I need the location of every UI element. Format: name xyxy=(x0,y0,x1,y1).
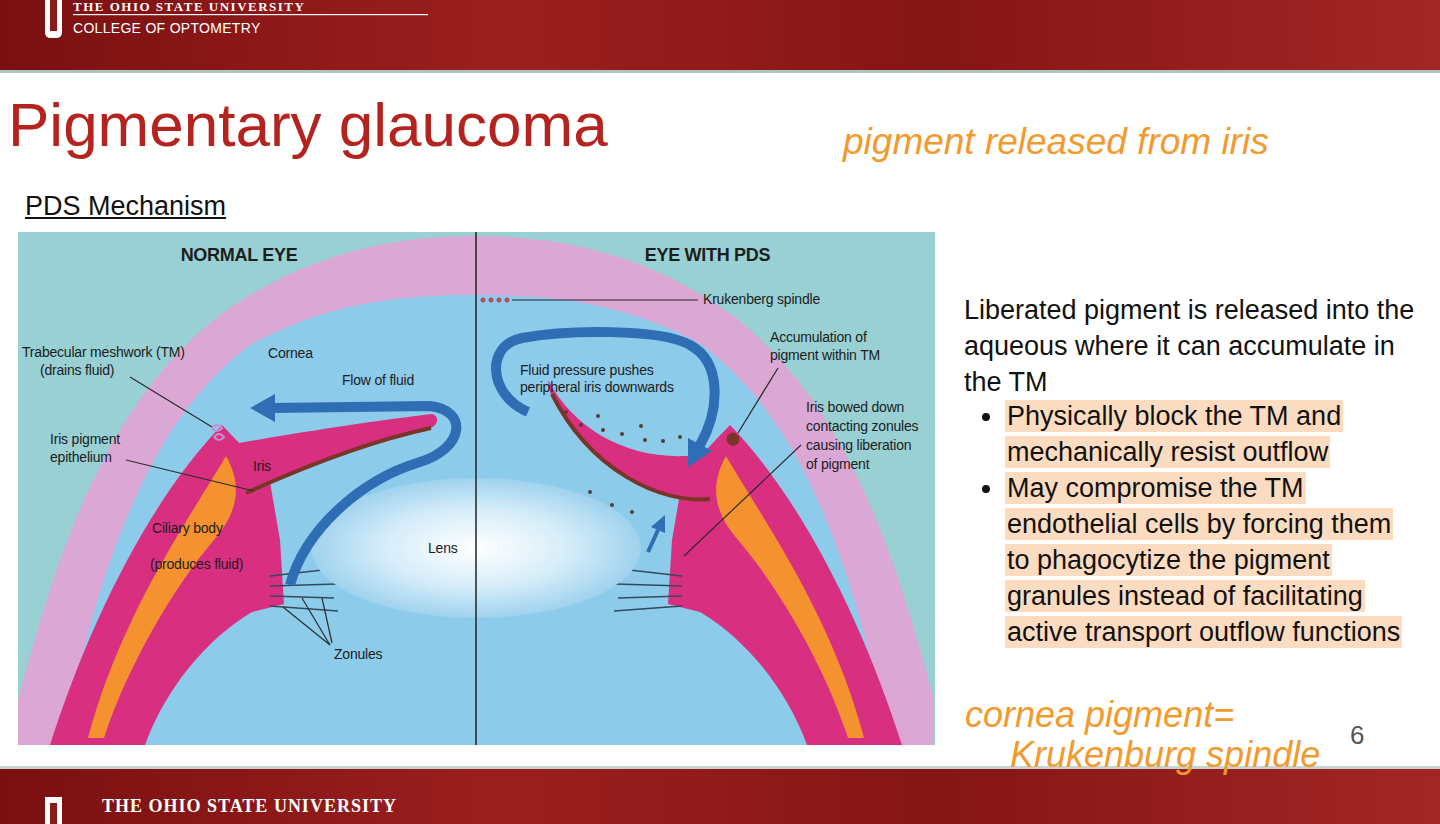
pigment-granule xyxy=(643,438,647,442)
band-text: THE OHIO STATE UNIVERSITY xyxy=(102,795,397,817)
pigment-granule xyxy=(588,490,592,494)
handwritten-note: pigment released from iris xyxy=(843,120,1269,164)
leader-line xyxy=(283,607,330,645)
part-label: Lens xyxy=(428,540,458,557)
slide-title: Pigmentary glaucoma xyxy=(8,88,608,162)
bullet-item: May compromise the TM endothelial cells … xyxy=(1005,470,1405,650)
trabecular-meshwork xyxy=(212,425,224,440)
pigment-dot xyxy=(505,298,510,303)
part-label: Iris pigment epithelium xyxy=(50,430,145,466)
block-o-logo xyxy=(50,0,57,31)
krukenberg-spindle-dots xyxy=(481,298,510,303)
pigment-granule xyxy=(601,428,605,432)
arrow-head xyxy=(651,515,665,533)
zonule-fiber xyxy=(270,584,336,586)
bullet-item: Physically block the TM and mechanically… xyxy=(1005,398,1405,470)
block-o-logo xyxy=(50,803,57,824)
panel-background xyxy=(18,232,935,745)
part-label: Iris bowed down contacting zonules causi… xyxy=(806,398,924,474)
page-number: 6 xyxy=(1350,720,1364,751)
pigment-dot xyxy=(497,298,502,303)
pigment-granule xyxy=(564,410,568,414)
panel-heading: NORMAL EYE xyxy=(18,244,460,266)
block-o-logo xyxy=(45,0,62,38)
zonule-fiber xyxy=(270,596,334,598)
part-label: Zonules xyxy=(334,646,382,663)
leader-line xyxy=(684,445,801,556)
highlighted-text: May compromise the TM endothelial cells … xyxy=(1005,472,1402,648)
pigment-granule xyxy=(620,432,624,436)
band-text: COLLEGE OF OPTOMETRY xyxy=(73,20,261,37)
diagram-panel: EYE WITH PDS xyxy=(476,232,935,745)
footer-bar xyxy=(0,769,1440,824)
body-text: Liberated pigment is released into the a… xyxy=(964,292,1426,400)
footer-band: THE OHIO STATE UNIVERSITY xyxy=(0,768,1440,824)
header-bar xyxy=(0,0,1440,70)
iris xyxy=(228,414,437,495)
panel-divider xyxy=(475,232,477,745)
leader-line xyxy=(512,299,698,300)
part-label: Ciliary body xyxy=(152,520,223,537)
part-label: Trabecular meshwork (TM) (drains fluid) xyxy=(22,343,200,379)
handwritten-note: cornea pigment= Krukenburg spindle xyxy=(965,695,1345,775)
leader-line xyxy=(302,598,330,645)
leader-line xyxy=(738,368,778,433)
band-text: THE OHIO STATE UNIVERSITY xyxy=(73,0,305,15)
flow-arrow xyxy=(272,406,456,585)
part-label: Cornea xyxy=(268,345,313,362)
header-rule xyxy=(0,70,1440,73)
leader-line xyxy=(126,460,254,491)
panel-heading: EYE WITH PDS xyxy=(480,244,935,266)
part-label: Accumulation of pigment within TM xyxy=(770,328,900,364)
pigment-granule xyxy=(610,503,614,507)
zonule-fiber xyxy=(270,606,338,611)
pigment-granules xyxy=(564,410,682,514)
part-label: Fluid pressure pushes peripheral iris do… xyxy=(520,362,688,396)
section-heading: PDS Mechanism xyxy=(25,190,226,222)
pigment-granule xyxy=(630,510,634,514)
pigment-granule xyxy=(639,424,643,428)
flow-arrow xyxy=(496,332,715,445)
leader-line xyxy=(322,598,332,643)
pigment-granule xyxy=(661,439,665,443)
diagram-panel: NORMAL EYE xyxy=(18,232,476,745)
pigment-granule xyxy=(678,435,682,439)
pigment-granule xyxy=(579,423,583,427)
arrow-head xyxy=(688,438,712,467)
header-underline xyxy=(73,14,428,15)
iris-pigment-epithelium xyxy=(552,394,710,499)
pigment-dot xyxy=(489,298,494,303)
header-band: THE OHIO STATE UNIVERSITY COLLEGE OF OPTO… xyxy=(0,0,1440,70)
leader-lines xyxy=(126,300,801,645)
part-label: Krukenberg spindle xyxy=(703,291,820,308)
block-o-logo xyxy=(45,797,62,824)
pigment-dot xyxy=(481,298,486,303)
pigment-granule xyxy=(596,414,600,418)
flow-arrow xyxy=(648,530,658,552)
arrow-head xyxy=(250,394,275,422)
part-label: Iris xyxy=(253,458,271,475)
tm-pigment-accumulation xyxy=(727,433,740,447)
part-label: (produces fluid) xyxy=(150,556,243,573)
highlighted-text: Physically block the TM and mechanically… xyxy=(1005,400,1343,468)
part-label: Flow of fluid xyxy=(342,372,414,389)
ciliary-pigment xyxy=(88,456,236,738)
leader-line xyxy=(130,377,212,427)
iris-pigment-epithelium xyxy=(246,428,431,493)
